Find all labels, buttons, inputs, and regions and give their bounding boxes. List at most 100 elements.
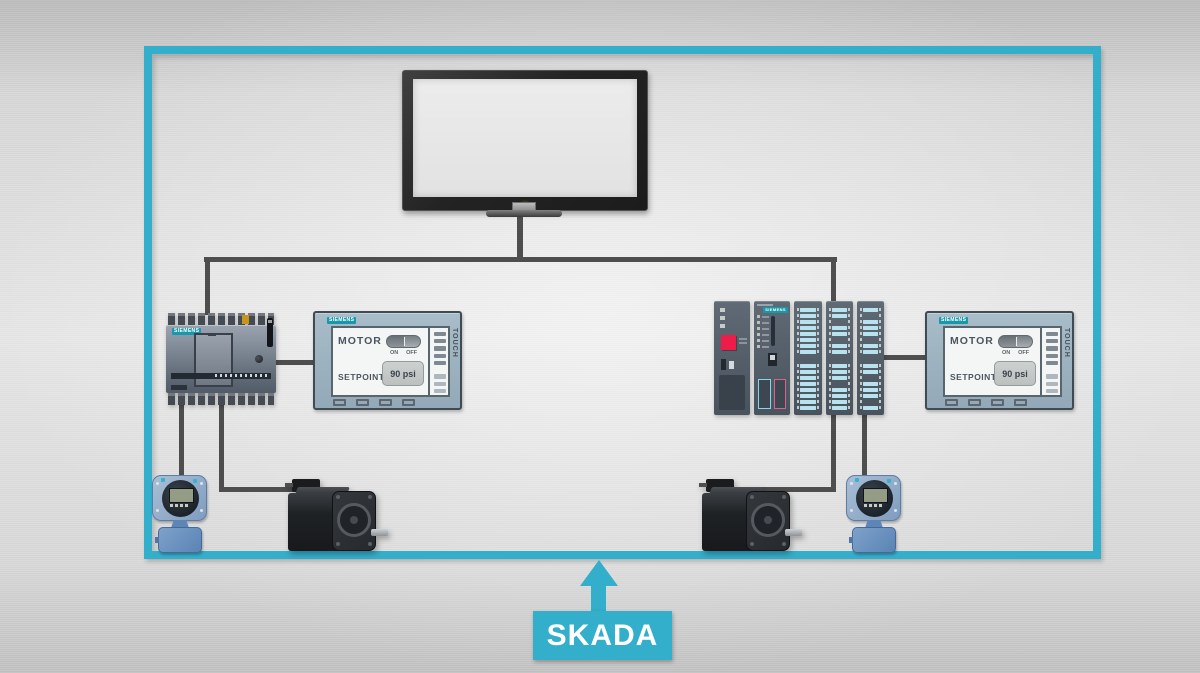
wire-left-plc-to-motor-vertical xyxy=(219,400,224,492)
io-channel-strips xyxy=(829,307,850,411)
io-channel-strips xyxy=(797,307,819,411)
wire-right-plc-to-motor-horizontal xyxy=(728,487,836,492)
plc-side-connector xyxy=(267,318,273,347)
plc-orange-terminal xyxy=(242,315,249,324)
siemens-logo-label: SIEMENS xyxy=(763,307,788,313)
toggle-on-off-labels: ON OFF xyxy=(998,350,1033,356)
toggle-on-label: ON xyxy=(389,350,399,356)
transmitter-display-dial xyxy=(162,480,199,517)
psu-led-icons xyxy=(720,308,725,328)
cpu-mode-switch xyxy=(768,353,777,366)
motor-bearing-rim xyxy=(337,503,371,537)
transmitter-right xyxy=(846,475,904,553)
transmitter-body xyxy=(849,527,896,553)
siemens-logo-label: SIEMENS xyxy=(172,328,202,335)
transmitter-head xyxy=(846,475,901,521)
toggle-on-off-labels: ON OFF xyxy=(386,350,421,356)
motor-toggle-switch xyxy=(386,335,421,348)
hmi-function-keys xyxy=(945,399,1027,406)
hmi-screen: MOTOR ON OFF SETPOINT 90 psi xyxy=(331,326,450,397)
wire-network-bus xyxy=(204,257,837,262)
motor-label: MOTOR xyxy=(950,335,994,347)
psu-power-switch xyxy=(721,359,734,370)
hmi-menu-bars xyxy=(432,330,448,393)
monitor-stand-base xyxy=(486,210,562,217)
siemens-logo-label: SIEMENS xyxy=(327,317,357,324)
motor-front-plate xyxy=(746,491,802,551)
skada-label-box: SKADA xyxy=(533,611,672,660)
cpu-type-label xyxy=(757,304,773,306)
monitor-screen xyxy=(413,79,637,197)
transmitter-neck xyxy=(171,520,189,528)
io-module-3 xyxy=(857,301,884,415)
setpoint-value: 90 psi xyxy=(1002,368,1028,379)
transmitter-body xyxy=(155,527,202,553)
motor-label: MOTOR xyxy=(338,335,382,347)
toggle-off-label: OFF xyxy=(406,350,418,356)
motor-bearing-rim xyxy=(751,503,785,537)
hmi-screen-main: MOTOR ON OFF SETPOINT 90 psi xyxy=(945,328,1040,395)
setpoint-label: SETPOINT xyxy=(950,372,997,382)
scada-boundary-frame xyxy=(144,46,1101,559)
transmitter-display-dial xyxy=(856,480,893,517)
plc-terminal-row-top xyxy=(168,313,274,325)
toggle-off-label: OFF xyxy=(1018,350,1030,356)
toggle-on-label: ON xyxy=(1001,350,1011,356)
cpu-status-led-icons xyxy=(757,315,769,348)
scada-monitor xyxy=(402,70,648,211)
wire-left-plc-to-transmitter xyxy=(179,400,184,478)
wire-left-plc-to-hmi xyxy=(272,360,316,365)
screen-divider xyxy=(428,328,430,395)
hmi-menu-bars xyxy=(1044,330,1060,393)
transmitter-buttons xyxy=(170,504,188,507)
motor-hub xyxy=(350,516,358,524)
touch-label: TOUCH xyxy=(451,328,458,358)
hmi-panel-left: SIEMENS TOUCH MOTOR ON OFF SETPOINT 90 p… xyxy=(313,311,462,410)
motor-shaft xyxy=(785,529,802,536)
io-module-1 xyxy=(794,301,822,415)
transmitter-buttons xyxy=(864,504,882,507)
motor-shaft xyxy=(371,529,388,536)
screen-divider xyxy=(1040,328,1042,395)
motor-toggle-switch xyxy=(998,335,1033,348)
setpoint-value: 90 psi xyxy=(390,368,416,379)
touch-label: TOUCH xyxy=(1063,328,1070,358)
hmi-screen-main: MOTOR ON OFF SETPOINT 90 psi xyxy=(333,328,428,395)
hmi-panel-right: SIEMENS TOUCH MOTOR ON OFF SETPOINT 90 p… xyxy=(925,311,1074,410)
setpoint-value-field: 90 psi xyxy=(382,361,424,386)
wire-left-plc-to-motor-horizontal xyxy=(219,487,301,492)
cpu-memory-card-slots xyxy=(758,379,786,409)
plc-right-rack: SIEMENS xyxy=(714,301,884,415)
motor-hub xyxy=(764,516,772,524)
psu-lower-panel xyxy=(719,375,745,410)
transmitter-head xyxy=(152,475,207,521)
plc-knob xyxy=(255,355,263,363)
plc-label-band xyxy=(171,373,271,379)
servo-motor-right xyxy=(699,479,802,554)
setpoint-label: SETPOINT xyxy=(338,372,385,382)
psu-label-dashes xyxy=(739,338,747,346)
wire-right-plc-to-motor-vertical xyxy=(831,410,836,492)
setpoint-value-field: 90 psi xyxy=(994,361,1036,386)
transmitter-left xyxy=(152,475,210,553)
wire-right-plc-to-transmitter xyxy=(862,410,867,480)
plc-terminal-row-bottom xyxy=(168,393,274,405)
psu-module xyxy=(714,301,750,415)
skada-label: SKADA xyxy=(546,618,659,652)
hmi-screen: MOTOR ON OFF SETPOINT 90 psi xyxy=(943,326,1062,397)
wire-drop-left-plc xyxy=(205,257,210,315)
arrow-up-icon xyxy=(580,560,618,586)
plc-type-label xyxy=(171,385,187,390)
arrow-up-shaft xyxy=(591,584,606,614)
cpu-module: SIEMENS xyxy=(754,301,790,415)
plc-left-compact: SIEMENS xyxy=(166,313,276,405)
plc-body: SIEMENS xyxy=(166,318,276,393)
wire-drop-right-plc xyxy=(831,257,836,305)
cpu-selector-slot xyxy=(771,316,775,346)
wire-monitor-pole xyxy=(517,212,523,260)
motor-front-plate xyxy=(332,491,388,551)
io-channel-strips xyxy=(860,307,881,411)
lcd-display xyxy=(863,488,888,503)
lcd-display xyxy=(169,488,194,503)
